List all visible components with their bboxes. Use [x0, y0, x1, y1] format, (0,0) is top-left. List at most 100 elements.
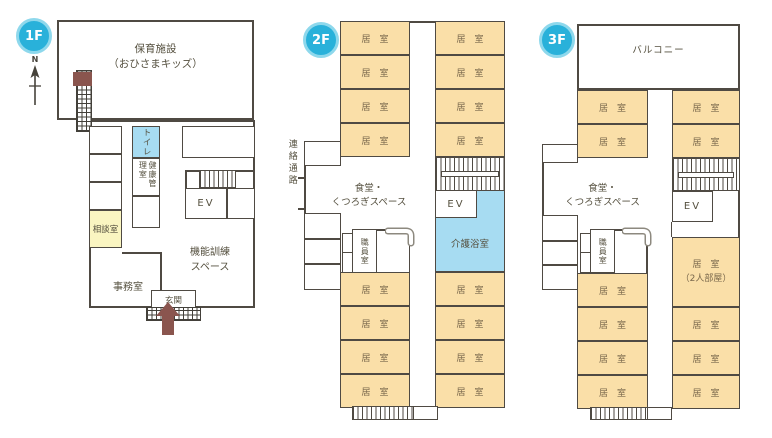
living-room-label: 居 室	[692, 354, 720, 365]
living-room-label: 居 室	[361, 387, 389, 398]
staff-room: 職員室	[590, 229, 615, 273]
wall-segment	[738, 191, 740, 237]
balcony	[577, 24, 740, 90]
compass-north-label: N	[31, 55, 39, 64]
living-room-label: 居 室	[361, 285, 389, 296]
stair-landing	[410, 406, 438, 420]
living-room: 居 室	[435, 340, 505, 374]
office-label: 事務室	[113, 282, 143, 293]
living-room: 居 室	[672, 307, 740, 341]
wall-segment	[122, 252, 162, 254]
double-living-room-label: 居 室 （2人部屋）	[680, 259, 732, 284]
dining-space-label: 食堂・ くつろぎスペース	[565, 183, 640, 208]
north-arrow-icon	[29, 64, 41, 105]
living-room-label: 居 室	[456, 387, 484, 398]
wall-segment	[185, 170, 187, 188]
living-room: 居 室	[340, 123, 410, 157]
living-room-label: 居 室	[456, 102, 484, 113]
wall-segment	[410, 21, 435, 23]
entrance-arrow-icon	[156, 302, 180, 316]
childcare-room-label: 保育施設 （おひさまキッズ）	[108, 43, 203, 71]
floor-badge-3f: 3F	[539, 22, 575, 58]
elevator-2f-label: EV	[447, 198, 465, 210]
living-room: 居 室	[577, 375, 648, 409]
double-living-room: 居 室 （2人部屋）	[672, 237, 740, 307]
floor-badge-1f: 1F	[16, 18, 52, 54]
living-room: 居 室	[577, 124, 648, 158]
elevator-3f: EV	[672, 191, 713, 222]
elevator-3f-label: EV	[683, 201, 702, 212]
staff-room-label: 職員室	[598, 237, 608, 265]
toilet-room: トイレ	[132, 126, 160, 158]
toilet-room-label: トイレ	[141, 127, 152, 157]
living-room-label: 居 室	[598, 103, 626, 114]
living-room-label: 居 室	[361, 102, 389, 113]
small-room	[182, 126, 255, 158]
living-room-label: 居 室	[361, 353, 389, 364]
living-room: 居 室	[340, 21, 410, 55]
living-room: 居 室	[435, 123, 505, 157]
living-room-label: 居 室	[456, 136, 484, 147]
living-room-label: 居 室	[598, 137, 626, 148]
living-room-label: 居 室	[456, 34, 484, 45]
wall-segment	[542, 163, 544, 215]
living-room: 居 室	[340, 340, 410, 374]
living-room-label: 居 室	[692, 103, 720, 114]
living-room: 居 室	[577, 307, 648, 341]
small-room	[89, 182, 122, 210]
living-room-label: 居 室	[692, 388, 720, 399]
living-room-label: 居 室	[361, 319, 389, 330]
health-room-label: 健康管理室	[138, 161, 157, 188]
living-room: 居 室	[340, 306, 410, 340]
corridor-tick	[298, 177, 305, 179]
living-room-label: 居 室	[598, 286, 626, 297]
wall-segment	[670, 222, 672, 237]
corridor-tick	[298, 208, 305, 210]
wall-segment	[542, 264, 578, 266]
stairs-2f	[435, 157, 505, 191]
living-room-label: 居 室	[692, 137, 720, 148]
living-room-label: 居 室	[598, 354, 626, 365]
living-room: 居 室	[435, 89, 505, 123]
living-room: 居 室	[435, 374, 505, 408]
compass: N	[24, 55, 46, 110]
wall-segment	[646, 229, 648, 273]
counter-icon	[622, 227, 652, 247]
living-room-label: 居 室	[456, 285, 484, 296]
health-room: 健康管理室	[132, 158, 160, 196]
balcony-label: バルコニー	[632, 45, 685, 56]
stair-rail	[441, 171, 499, 177]
small-room	[89, 154, 122, 182]
living-room: 居 室	[340, 89, 410, 123]
elevator-1f: EV	[185, 188, 227, 219]
living-room-label: 居 室	[456, 68, 484, 79]
small-room	[227, 188, 255, 219]
living-room-label: 居 室	[456, 353, 484, 364]
living-room: 居 室	[577, 341, 648, 375]
living-room: 居 室	[435, 306, 505, 340]
entrance-arrow-shaft	[162, 315, 174, 335]
connector-box	[542, 215, 578, 290]
connector-box	[542, 144, 578, 163]
entrance-room-label: 玄関	[164, 296, 182, 306]
training-space-label: 機能訓練 スペース	[190, 247, 230, 273]
stairs-2f-bottom	[352, 406, 414, 420]
living-room: 居 室	[435, 21, 505, 55]
elevator-1f-label: EV	[197, 198, 215, 209]
care-bath-room-label: 介護浴室	[450, 239, 489, 250]
staff-room-label: 職員室	[360, 237, 370, 265]
dining-space-label: 食堂・ くつろぎスペース	[331, 183, 407, 208]
connector-box	[304, 213, 341, 290]
consult-room-label: 相談室	[92, 225, 119, 235]
small-room	[132, 196, 160, 228]
living-room-label: 居 室	[692, 320, 720, 331]
living-room-label: 居 室	[456, 319, 484, 330]
living-room-label: 居 室	[361, 34, 389, 45]
living-room: 居 室	[672, 124, 740, 158]
staff-room: 職員室	[352, 229, 377, 273]
stairs-1f	[199, 170, 236, 188]
wall-segment	[304, 263, 341, 265]
small-room	[89, 126, 122, 154]
living-room-label: 居 室	[598, 320, 626, 331]
